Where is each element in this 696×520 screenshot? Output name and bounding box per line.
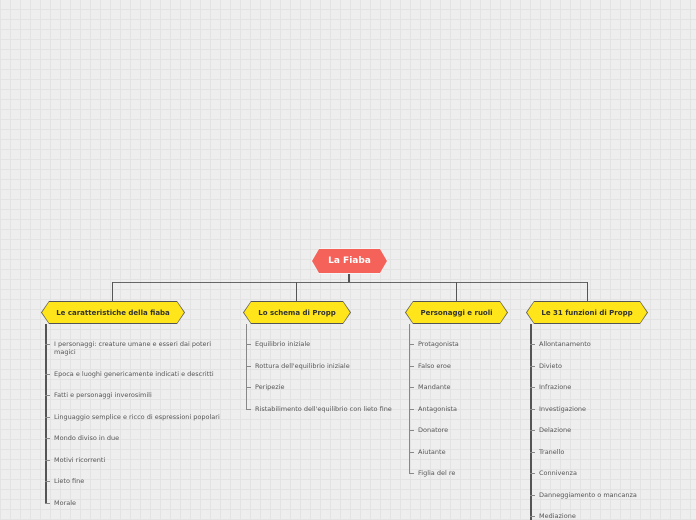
list-item[interactable]: Peripezie — [255, 383, 285, 391]
item-connector — [530, 516, 535, 517]
branch-vertical-line — [45, 324, 47, 504]
list-item[interactable]: Ristabilimento dell'equilibrio con lieto… — [255, 405, 392, 413]
connector-branch-1 — [112, 282, 113, 301]
list-item[interactable]: Aiutante — [418, 448, 446, 456]
item-connector — [409, 430, 414, 431]
item-connector — [45, 374, 50, 375]
item-connector — [45, 417, 50, 418]
connector-branch-4 — [587, 282, 588, 301]
branch-vertical-line — [530, 324, 532, 520]
list-item[interactable]: Mandante — [418, 383, 451, 391]
connector-branch-3 — [456, 282, 457, 301]
item-connector — [246, 409, 251, 410]
connector-root — [348, 274, 350, 283]
list-item[interactable]: Infrazione — [539, 383, 572, 391]
branch-label: Lo schema di Propp — [258, 308, 336, 317]
item-connector — [246, 366, 251, 367]
item-connector — [530, 430, 535, 431]
list-item[interactable]: Falso eroe — [418, 362, 451, 370]
list-item[interactable]: Tranello — [539, 448, 565, 456]
list-item[interactable]: Danneggiamento o mancanza — [539, 491, 637, 499]
item-connector — [45, 503, 50, 504]
item-connector — [45, 344, 50, 345]
list-item[interactable]: Rottura dell'equilibrio iniziale — [255, 362, 350, 370]
branch-label: Personaggi e ruoli — [420, 308, 493, 317]
connector-branch-2 — [296, 282, 297, 301]
item-connector — [530, 452, 535, 453]
item-connector — [246, 344, 251, 345]
item-connector — [409, 473, 414, 474]
item-connector — [530, 344, 535, 345]
list-item[interactable]: Allontanamento — [539, 340, 591, 348]
item-connector — [45, 460, 50, 461]
branch-vertical-line — [409, 324, 410, 474]
item-connector — [45, 481, 50, 482]
root-label: La Fiaba — [328, 256, 371, 266]
list-item[interactable]: Donatore — [418, 426, 449, 434]
list-item[interactable]: Equilibrio iniziale — [255, 340, 311, 348]
list-item[interactable]: Figlia del re — [418, 469, 456, 477]
branch-vertical-line — [246, 324, 247, 410]
branch-label: Le 31 funzioni di Propp — [541, 308, 633, 317]
connector-horizontal — [112, 282, 588, 283]
list-item[interactable]: Protagonista — [418, 340, 459, 348]
list-item[interactable]: Epoca e luoghi genericamente indicati e … — [54, 370, 214, 378]
branch-node-personaggi[interactable]: Personaggi e ruoli — [405, 301, 508, 324]
list-item[interactable]: Delazione — [539, 426, 572, 434]
list-item[interactable]: Linguaggio semplice e ricco di espressio… — [54, 413, 220, 421]
item-connector — [409, 452, 414, 453]
branch-node-31-funzioni[interactable]: Le 31 funzioni di Propp — [526, 301, 648, 324]
list-item[interactable]: Mondo diviso in due — [54, 434, 120, 442]
item-connector — [246, 387, 251, 388]
list-item[interactable]: Fatti e personaggi inverosimili — [54, 391, 152, 399]
list-item[interactable]: Antagonista — [418, 405, 458, 413]
branch-node-caratteristiche[interactable]: Le caratteristiche della fiaba — [41, 301, 185, 324]
item-connector — [530, 473, 535, 474]
item-connector — [409, 344, 414, 345]
item-connector — [45, 438, 50, 439]
item-connector — [530, 387, 535, 388]
list-item[interactable]: Morale — [54, 499, 77, 507]
list-item[interactable]: Connivenza — [539, 469, 577, 477]
branch-node-schema-propp[interactable]: Lo schema di Propp — [243, 301, 351, 324]
list-item[interactable]: Mediazione — [539, 512, 576, 520]
item-connector — [409, 366, 414, 367]
item-connector — [409, 387, 414, 388]
list-item[interactable]: Divieto — [539, 362, 562, 370]
list-item[interactable]: I personaggi: creature umane e esseri da… — [54, 340, 212, 356]
list-item[interactable]: Investigazione — [539, 405, 587, 413]
branch-label: Le caratteristiche della fiaba — [56, 308, 170, 317]
item-connector — [45, 395, 50, 396]
list-item[interactable]: Motivi ricorrenti — [54, 456, 106, 464]
item-connector — [530, 495, 535, 496]
list-item[interactable]: Lieto fine — [54, 477, 85, 485]
item-connector — [530, 366, 535, 367]
item-connector — [409, 409, 414, 410]
root-node[interactable]: La Fiaba — [311, 248, 388, 274]
item-connector — [530, 409, 535, 410]
